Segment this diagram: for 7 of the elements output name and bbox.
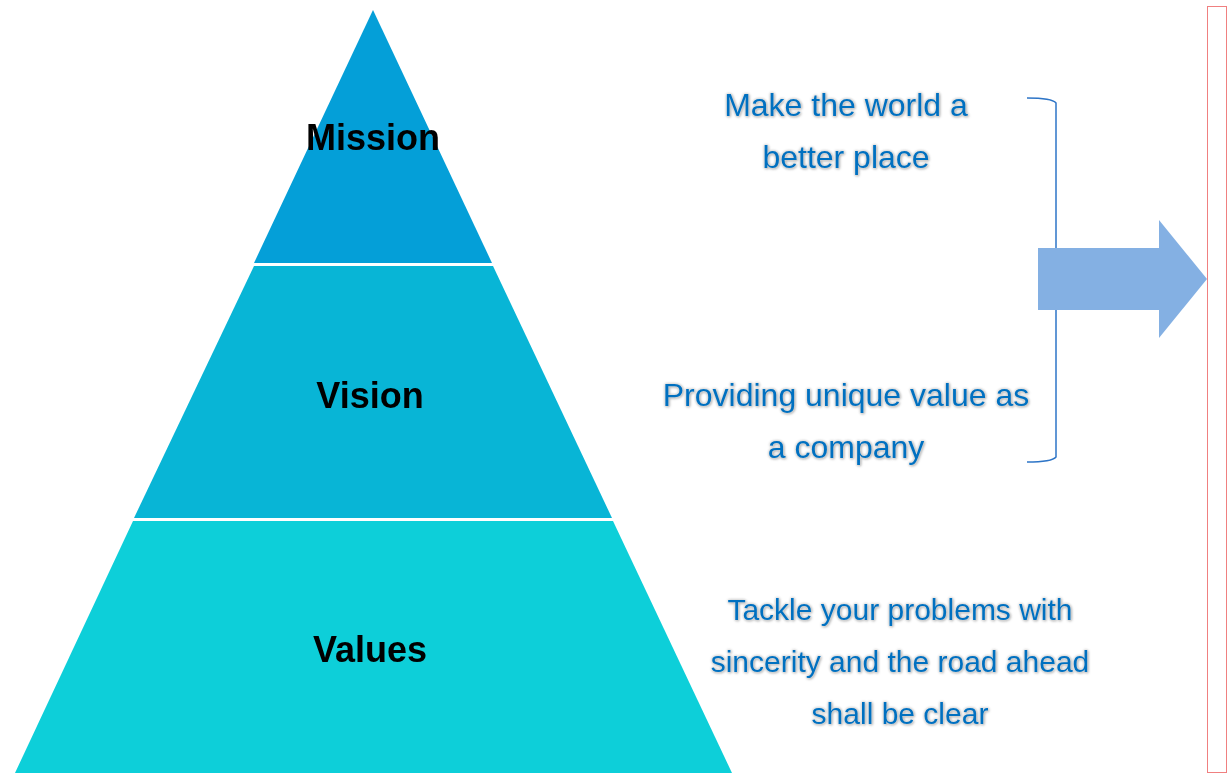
statement-text: Make the world a better place (723, 86, 969, 177)
panel-frame (1207, 6, 1227, 773)
statement-text: Providing unique value as a company (661, 376, 1031, 467)
tier-label: Vision (316, 375, 424, 417)
block-arrow (1038, 220, 1207, 338)
tier-label: Values (312, 629, 428, 671)
statement-text: Tackle your problems with sincerity and the road ahead shall be clear (709, 592, 1091, 732)
